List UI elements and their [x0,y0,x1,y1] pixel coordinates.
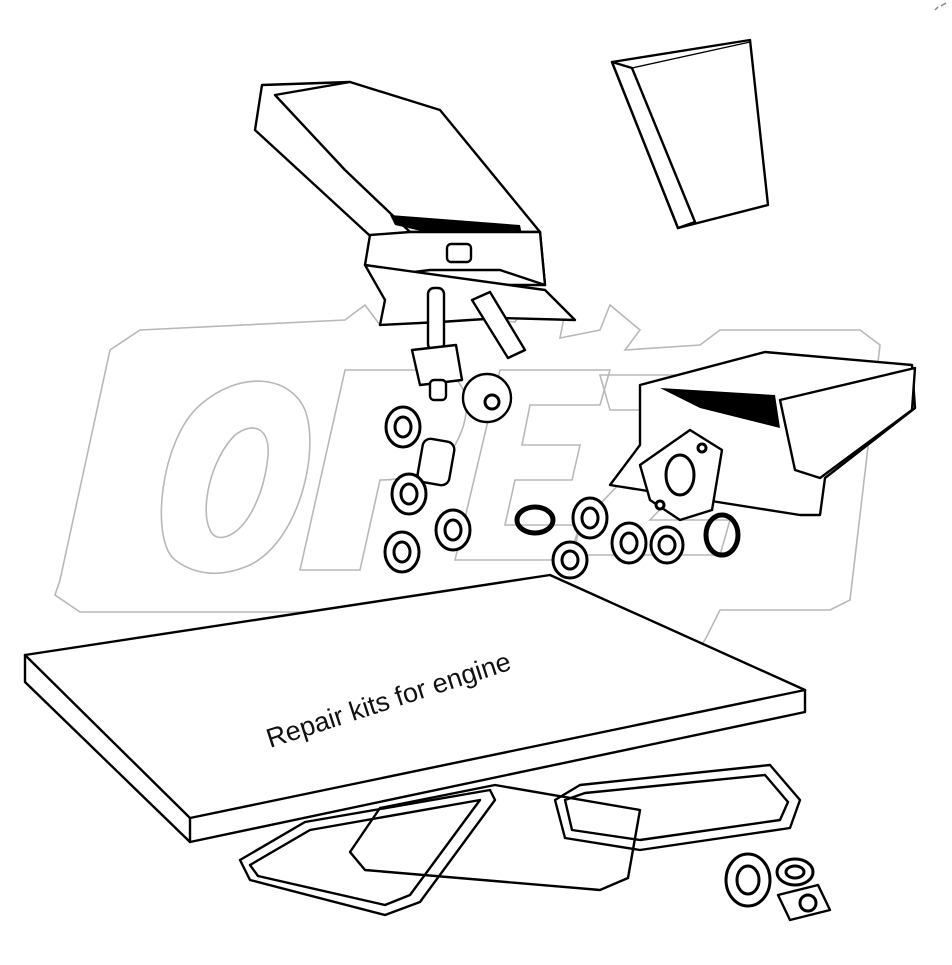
cover-gaskets [238,763,802,917]
open-carton-top [253,80,577,327]
bushing-in-box [445,242,473,264]
o-ring [514,504,556,536]
o-ring [703,512,741,558]
watermark-letter-o [160,380,311,574]
bearings-and-seals [724,852,832,922]
shaft-with-gear [410,286,464,402]
flange-gasket [638,428,724,522]
corner-marker-icon [934,2,947,11]
small-gear [461,372,513,424]
washers-right [514,496,741,580]
closed-box [610,38,770,230]
washers-left [383,405,472,574]
bushing [416,437,456,487]
pin [470,290,527,360]
repair-kit-board: Repair kits for engine [23,573,807,844]
